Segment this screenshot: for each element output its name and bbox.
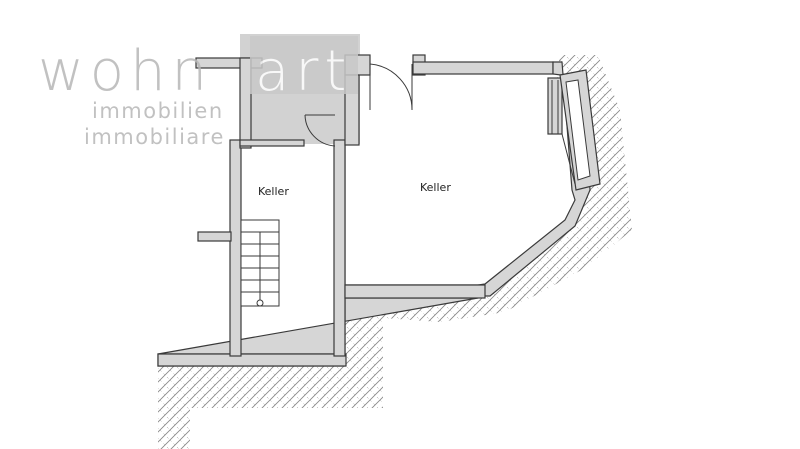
room-label-keller-left: Keller <box>258 185 289 198</box>
doors <box>304 63 413 147</box>
logo-line-1: immobilien <box>92 99 224 123</box>
room-label-keller-right: Keller <box>420 181 451 194</box>
window <box>551 79 591 185</box>
staircase <box>240 219 280 307</box>
logo-watermark: wohn art immobilien immobiliare <box>38 36 358 149</box>
logo-art-box <box>250 36 358 94</box>
logo-word-left: wohn <box>38 39 213 104</box>
logo-line-2: immobiliare <box>84 125 225 149</box>
logo-word-right: art <box>255 39 352 104</box>
